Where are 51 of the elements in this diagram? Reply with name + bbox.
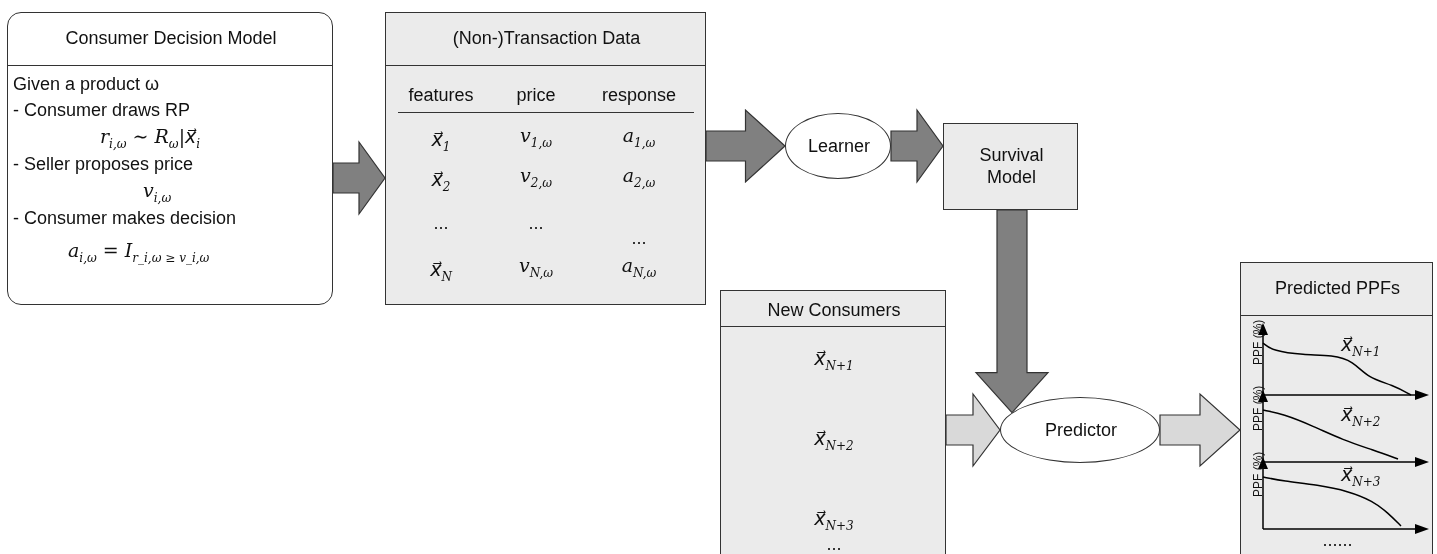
process-box — [720, 290, 946, 554]
math-expression: r$_{i,ω}$ ∼ R$_{ω}$|x⃗$_{i}$ — [100, 125, 201, 153]
math-expression: x⃗$_{N+3}$ — [1341, 463, 1381, 491]
text-label: ...... — [1321, 529, 1354, 551]
block-arrow — [332, 140, 386, 216]
box-title: Learner — [806, 135, 871, 157]
math-expression: x⃗$_{N+2}$ — [1341, 403, 1381, 431]
math-expression: v$_{1,ω}$ — [519, 124, 553, 152]
math-expression: x⃗$_{N+1}$ — [1341, 333, 1381, 361]
axis-label: PPF (%) — [1251, 451, 1265, 497]
axis-label: PPF (%) — [1251, 319, 1265, 365]
text-label: ... — [432, 212, 450, 234]
math-expression: v$_{N,ω}$ — [517, 254, 555, 282]
math-expression: a$_{1,ω}$ — [621, 124, 657, 152]
box-title: (Non-)Transaction Data — [451, 27, 642, 49]
math-expression: x⃗$_{N+2}$ — [813, 427, 855, 455]
block-arrow — [1159, 392, 1241, 468]
block-arrow — [890, 108, 944, 184]
text-label: ... — [825, 533, 843, 554]
box-title: Predicted PPFs — [1273, 277, 1402, 299]
text-label: - Seller proposes price — [13, 153, 194, 175]
process-box — [7, 12, 333, 305]
text-label: Given a product ω — [13, 73, 160, 95]
axis-label: PPF (%) — [1251, 385, 1265, 431]
math-expression: v$_{2,ω}$ — [519, 164, 553, 192]
math-expression: a$_{N,ω}$ — [620, 254, 658, 282]
text-label: response — [600, 84, 678, 106]
text-label: ... — [630, 227, 648, 249]
process-box — [1240, 262, 1433, 554]
block-arrow — [945, 392, 1001, 468]
text-label: - Consumer makes decision — [13, 207, 237, 229]
math-expression: a$_{2,ω}$ — [621, 164, 657, 192]
process-box — [385, 12, 706, 305]
math-expression: x⃗$_{N+3}$ — [813, 507, 855, 535]
box-title: New Consumers — [766, 299, 902, 321]
box-title: Predictor — [1044, 419, 1118, 441]
box-title: Survival Model — [978, 144, 1045, 188]
math-expression: x⃗$_{1}$ — [430, 128, 452, 156]
box-title: Consumer Decision Model — [64, 27, 278, 49]
math-expression: v$_{i,ω}$ — [143, 179, 172, 207]
text-label: - Consumer draws RP — [13, 99, 191, 121]
math-expression: a$_{i,ω}$ = I$_{r_i,ω ≥ v_i,ω}$ — [68, 239, 210, 267]
block-arrow — [974, 209, 1050, 414]
text-label: features — [407, 84, 475, 106]
text-label: price — [515, 84, 557, 106]
math-expression: x⃗$_{2}$ — [430, 168, 452, 196]
process-box — [943, 123, 1078, 210]
text-label: ... — [527, 212, 545, 234]
block-arrow — [705, 108, 786, 184]
math-expression: x⃗$_{N+1}$ — [813, 347, 855, 375]
math-expression: x⃗$_{N}$ — [429, 258, 454, 286]
